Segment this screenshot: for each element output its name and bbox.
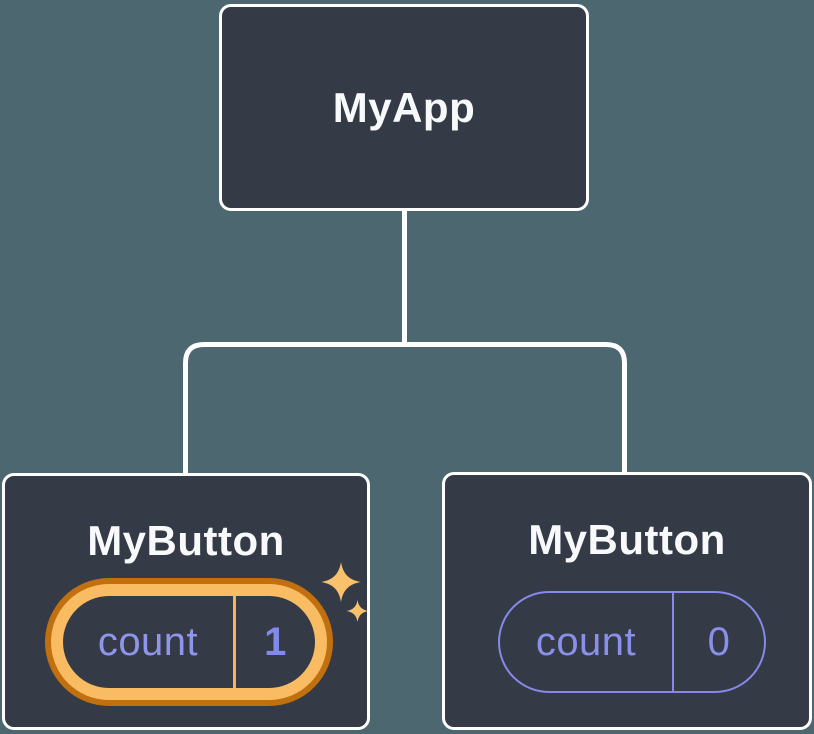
state-pill: count 0 bbox=[498, 591, 766, 693]
state-name-label: count bbox=[500, 593, 674, 691]
sparkles-icon bbox=[321, 562, 369, 622]
node-label: MyApp bbox=[332, 83, 476, 131]
component-node-mybutton-active: MyButton count 1 bbox=[2, 473, 370, 730]
component-node-mybutton-plain: MyButton count 0 bbox=[442, 472, 812, 730]
component-node-myapp: MyApp bbox=[219, 4, 589, 211]
state-pill-highlighted: count 1 bbox=[63, 596, 315, 688]
node-label: MyButton bbox=[87, 517, 285, 564]
node-label: MyButton bbox=[528, 516, 726, 563]
state-value: 0 bbox=[707, 619, 731, 664]
state-value: 1 bbox=[264, 619, 287, 664]
state-name-label: count bbox=[63, 596, 236, 688]
